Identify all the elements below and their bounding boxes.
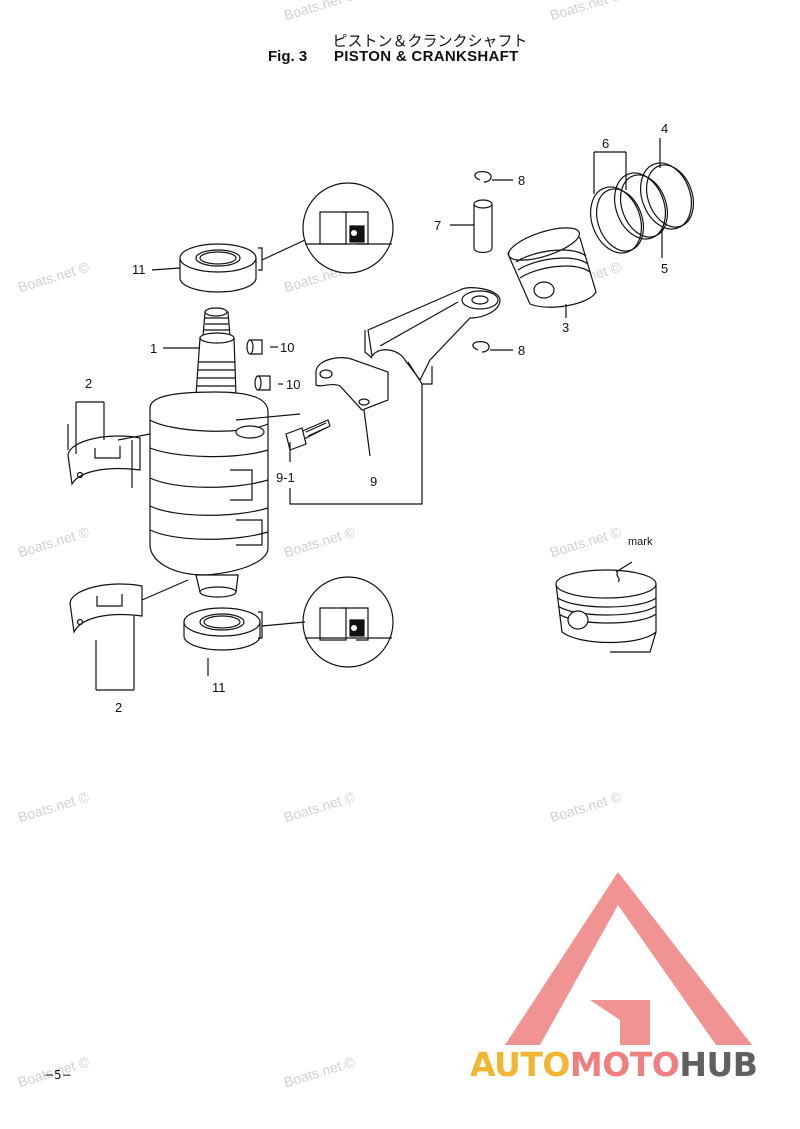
oil-seal-bottom <box>183 607 261 651</box>
oil-seal-top <box>179 243 257 293</box>
circlip-top <box>474 171 492 183</box>
mark-label: mark <box>628 536 653 548</box>
callout-8-bottom: 8 <box>518 343 525 358</box>
page-number: −5− <box>44 1068 72 1082</box>
rod-bolt <box>285 419 331 451</box>
seal-detail-top <box>302 182 394 274</box>
callout-11-top: 11 <box>132 262 146 277</box>
piston-pin <box>473 199 493 254</box>
seal-detail-bottom <box>302 576 394 668</box>
piston-mark-detail <box>555 561 657 653</box>
callout-3: 3 <box>562 320 569 335</box>
title-japanese: ピストン＆クランクシャフト <box>332 32 528 50</box>
callout-9-1: 9-1 <box>276 470 295 485</box>
callout-5: 5 <box>661 261 668 276</box>
figure-title: PISTON & CRANKSHAFT <box>334 48 519 65</box>
callout-4: 4 <box>661 121 668 136</box>
connecting-rod-cap <box>315 357 389 411</box>
callouts: 1 2 2 3 4 5 6 7 8 8 9 9-1 10 10 11 11 ma… <box>85 121 668 715</box>
callout-8-top: 8 <box>518 173 525 188</box>
callout-10-top: 10 <box>280 340 294 355</box>
brand-part-moto: MOTO <box>569 1045 680 1084</box>
leader-lines <box>67 138 663 691</box>
callout-2-bottom: 2 <box>115 700 122 715</box>
brand-part-hub: HUB <box>679 1045 758 1084</box>
callout-10-bottom: 10 <box>286 377 300 392</box>
brand-part-auto: AUTO <box>470 1045 570 1084</box>
dowel-pin-bottom <box>254 375 271 391</box>
crankshaft <box>149 307 269 598</box>
callout-6: 6 <box>602 136 609 151</box>
callout-1: 1 <box>150 341 157 356</box>
callout-2-top: 2 <box>85 376 92 391</box>
brand-logo <box>505 872 752 1045</box>
circlip-bottom <box>472 341 490 353</box>
callout-11-bottom: 11 <box>212 680 226 695</box>
callout-9: 9 <box>370 474 377 489</box>
main-bearing-top <box>67 435 141 486</box>
dowel-pin-top <box>246 339 263 355</box>
main-bearing-bottom <box>69 583 143 634</box>
piston <box>507 227 597 308</box>
connecting-rod <box>364 287 501 385</box>
piston-rings <box>590 162 694 254</box>
brand-wordmark: AUTOMOTOHUB <box>470 1045 758 1084</box>
figure-number: Fig. 3 <box>268 48 308 65</box>
callout-7: 7 <box>434 218 441 233</box>
